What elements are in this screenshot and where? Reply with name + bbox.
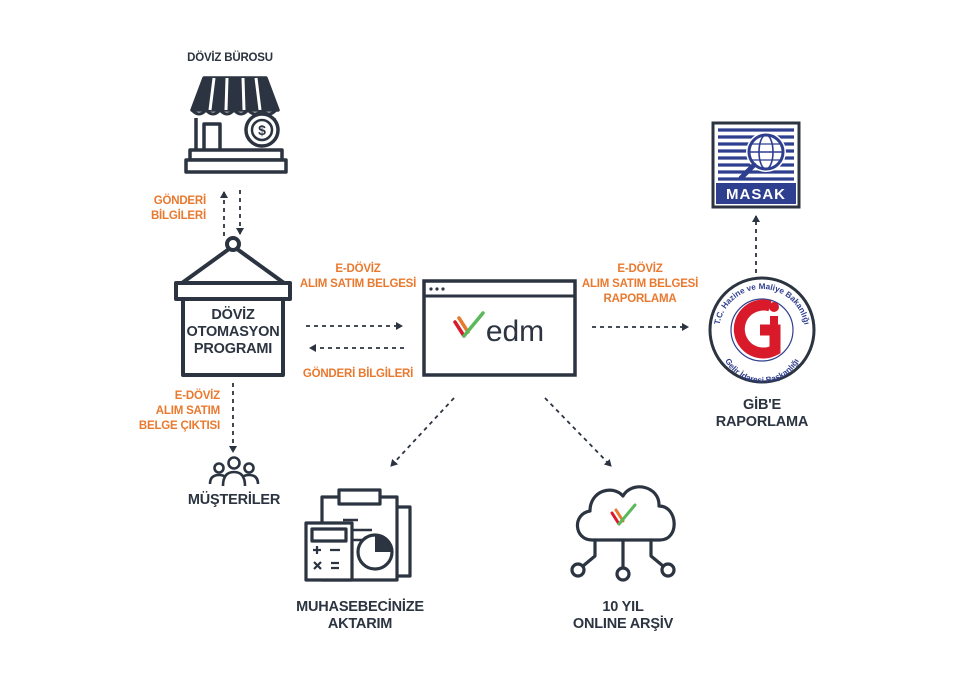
label-gonderi-bilgileri-bottom: GÖNDERİ BİLGİLERİ <box>302 368 414 380</box>
label-gib: GİB'E RAPORLAMA <box>715 397 809 430</box>
label-edoviz-ciktisi: E-DÖVİZ ALIM SATIM BELGE ÇIKTISI <box>138 390 220 432</box>
browser-window-icon <box>422 279 577 377</box>
label-edoviz-belgesi: E-DÖVİZ ALIM SATIM BELGESİ <box>299 263 417 290</box>
label-edoviz-raporlama: E-DÖVİZ ALIM SATIM BELGESİ RAPORLAMA <box>581 263 699 305</box>
edm-logo-text: edm <box>486 315 544 348</box>
label-program: DÖVİZ OTOMASYON PROGRAMI <box>186 307 280 357</box>
hanging-sign-icon <box>174 236 292 377</box>
gib-seal-icon: T.C. Hazine ve Maliye Bakanlığı Gelir İd… <box>708 276 816 385</box>
label-arsiv: 10 YIL ONLINE ARŞİV <box>572 599 674 632</box>
checkmark-icon <box>453 311 485 338</box>
cloud-network-icon <box>570 485 676 582</box>
svg-text:$: $ <box>258 122 266 138</box>
label-musteriler: MÜŞTERİLER <box>187 492 281 508</box>
arrow-edm-to-archive <box>544 397 612 467</box>
globe-magnifier-icon <box>738 132 786 181</box>
store-icon <box>184 76 288 174</box>
label-gonderi-bilgileri-top: GÖNDERİ BİLGİLERİ <box>150 195 206 222</box>
masak-logo-text: MASAK <box>726 186 786 203</box>
label-doviz-burosu: DÖVİZ BÜROSU <box>187 52 273 64</box>
label-muhasebe: MUHASEBECİNİZE AKTARIM <box>296 599 424 632</box>
clipboard-calculator-icon <box>304 488 412 582</box>
dollar-coin-icon: $ <box>244 112 280 148</box>
masak-logo-icon: MASAK <box>711 121 801 209</box>
pie-chart-icon <box>356 533 394 571</box>
arrow-edm-to-accounting <box>390 397 455 467</box>
cloud-checkmark-icon <box>610 503 637 526</box>
people-group-icon <box>208 456 260 487</box>
